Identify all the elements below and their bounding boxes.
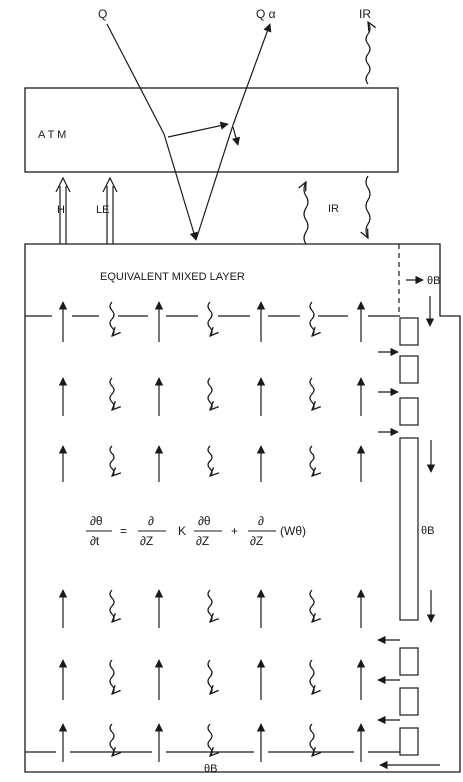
entrainment-box [399,397,419,426]
transmitted-radiation-line [163,133,198,241]
h-flux-arrow [59,186,67,244]
theta-b-bottom-label: θB [204,763,217,775]
wavy-arrow-down-icon [207,445,212,476]
wavy-arrow-down-icon [109,301,114,336]
wavy-arrow-up-icon [304,182,309,245]
eq-w-theta: (Wθ) [280,524,306,538]
atmosphere-box [24,87,399,173]
wavy-arrow-down-icon [109,377,114,410]
arrow-up-icon [55,176,71,193]
eq-t1-num: ∂ [148,514,154,528]
wavy-arrow-down-icon [309,301,314,336]
eq-t2-num: ∂θ [198,514,211,528]
eq-t2-den: ∂Z [196,534,209,548]
ir-top-label: IR [359,7,371,21]
eq-lhs-num: ∂θ [90,514,103,528]
h-label: H [57,204,65,216]
ocean-outline [24,243,461,773]
wavy-arrow-down-icon [309,377,314,410]
internal-reflection-arrow [167,121,229,138]
vertical-flux-field [58,301,366,762]
tall-deep-box [399,437,419,621]
detrainment-box [399,687,419,716]
wavy-arrow-down-icon [207,659,212,694]
eq-t1-den: ∂Z [140,534,153,548]
entrainment-box [399,355,419,384]
le-label: LE [96,204,109,216]
wavy-arrow-down-icon [109,659,114,694]
reflection-rise-line [195,124,234,241]
heat-equation: ∂θ ∂t = ∂ ∂Z K ∂θ ∂Z + ∂ ∂Z (Wθ) [86,514,306,548]
q-alpha-label: Q α [256,7,276,21]
wavy-arrow-down-icon [109,723,114,756]
detrainment-box [399,727,419,756]
detrainment-box [399,647,419,676]
wavy-arrow-down-icon [109,445,114,476]
eq-plus: + [231,524,238,538]
eq-lhs-den: ∂t [90,534,100,548]
eq-equals: = [120,524,127,538]
wavy-arrow-down-icon [309,445,314,476]
wavy-arrow-down-icon [309,589,314,622]
wavy-arrow-down-icon [207,723,212,756]
eq-k: K [178,524,186,538]
le-flux-arrow [106,186,114,244]
reflected-radiation-line [232,23,272,126]
wavy-arrow-down-icon [207,301,212,336]
wavy-arrow-down-icon [207,589,212,622]
entrainment-box [399,317,419,346]
theta-b-top-label: θB [427,275,440,287]
atm-label: A T M [38,129,66,141]
wavy-arrow-down-icon [207,377,212,410]
theta-b-right-label: θB [421,525,434,537]
arrow-up-icon [102,176,118,193]
incoming-radiation-line [106,23,165,135]
wavy-arrow-down-icon [309,723,314,756]
scatter-arrow [231,126,241,146]
wavy-arrow-up-icon [365,22,370,85]
wavy-arrow-down-icon [366,175,371,238]
eq-t3-den: ∂Z [250,534,263,548]
ir-mid-label: IR [328,203,339,215]
wavy-arrow-down-icon [109,589,114,622]
wavy-arrow-down-icon [309,659,314,694]
eq-t3-num: ∂ [258,514,264,528]
mixed-layer-label: EQUIVALENT MIXED LAYER [100,271,245,283]
q-label: Q [98,7,107,21]
